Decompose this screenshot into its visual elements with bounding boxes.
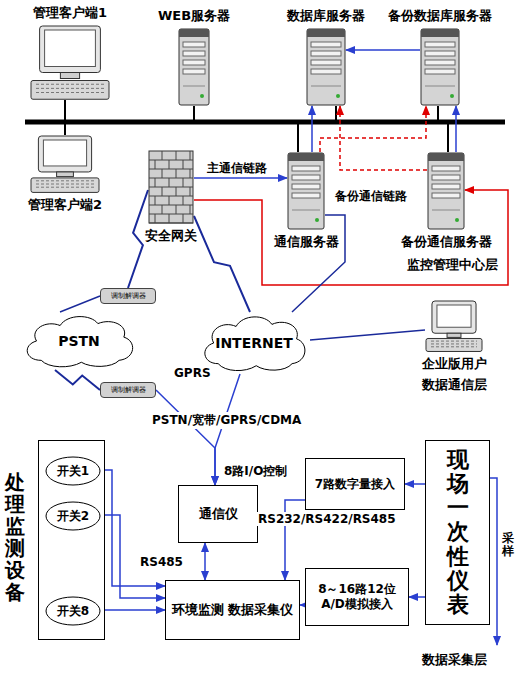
switch-label: 开关1 [57,463,89,480]
icon-art [425,300,483,352]
connector [310,330,425,340]
connector [101,609,165,611]
layer-label: 8路I/O控制 [222,463,289,480]
link-label: RS485 [138,555,185,569]
device-label: 安全网关 [145,227,197,245]
connector [311,106,313,152]
network-bus [25,120,505,125]
box-label: 现场一次性仪表 [447,448,469,617]
node-srv: 通信服务器 [287,152,325,230]
node-modem: 调制解调器 [100,382,156,398]
node-fw: 安全网关 [148,150,194,224]
icon-art [287,152,325,230]
lightning-link [194,216,250,312]
cloud-label: INTERNET [215,335,293,351]
layer-label: 采样 [502,532,514,558]
link-label: 主通信链路 [205,160,269,177]
connector [156,390,215,485]
device-label: 备份通信服务器 [401,233,492,251]
group-heading: 处理监测设备 [5,471,25,603]
cloud-label: PSTN [58,333,100,349]
node-box: 通信仪 [178,485,258,543]
lightning-link [55,370,100,390]
node-srv: 备份数据库服务器 [420,28,460,106]
node-box: 环境监测 数据采集仪 [165,580,300,640]
connector [340,106,427,170]
node-srv: 数据库服务器 [306,28,346,106]
connector [204,543,206,580]
modem-label: 调制解调器 [111,291,146,301]
device-label: 企业版用户 [422,355,487,373]
icon-art [30,25,110,100]
modem-label: 调制解调器 [111,385,146,395]
icon-art [30,135,100,193]
icon-art [178,28,210,106]
device-label: 数据库服务器 [287,7,365,25]
connector [194,177,287,179]
node-pc: 管理客户端2 [30,135,100,193]
connector [346,49,420,51]
device-label: 通信服务器 [274,233,339,251]
bus-drops [65,100,448,152]
box-label: 7路数字量接入 [315,477,395,492]
node-vbox: 现场一次性仪表 [425,440,490,625]
switch-label: 开关2 [57,508,89,525]
node-modem: 调制解调器 [100,288,156,304]
box-label: 通信仪 [199,506,238,522]
sampling-line [490,478,497,645]
icon-art [427,152,465,230]
layer-label: PSTN/宽带/GPRS/CDMA [150,412,303,429]
connector [60,296,100,312]
link-label: RS232/RS422/RS485 [256,512,398,526]
node-pc: 管理客户端1 [30,25,110,100]
icon-art [148,150,194,224]
node-box: 8～16路12位 A/D模拟接入 [305,568,409,626]
switch-label: 开关8 [57,603,89,620]
node-box: 7路数字量接入 [305,458,405,510]
connector [455,106,457,152]
node-pc: 企业版用户 [425,300,483,352]
connector [320,106,426,152]
icon-art [420,28,460,106]
connector [409,596,425,598]
box-label: 环境监测 数据采集仪 [172,602,294,618]
connector [405,483,425,485]
node-cloud: PSTN [20,312,138,370]
box-label: 8～16路12位 A/D模拟接入 [308,582,406,612]
link-label: 备份通信链路 [333,188,409,205]
device-label: 管理客户端2 [28,196,102,214]
device-label: WEB服务器 [158,7,230,25]
node-srv: 备份通信服务器 [427,152,465,230]
node-ell: 开关2 [45,501,101,531]
layer-label: 数据通信层 [420,376,489,394]
node-cloud: INTERNET [198,312,310,374]
layer-label: 数据采集层 [420,651,489,669]
node-ell: 开关8 [45,596,101,626]
node-ell: 开关1 [45,456,101,486]
icon-art [306,28,346,106]
device-label: 备份数据库服务器 [388,7,492,25]
node-group: 处理监测设备开关1开关2开关8 [38,440,105,640]
layer-label: GPRS [172,366,213,380]
connector [292,215,345,312]
node-srv: WEB服务器 [178,28,210,106]
layer-label: 监控管理中心层 [405,256,500,274]
device-label: 管理客户端1 [33,4,107,22]
